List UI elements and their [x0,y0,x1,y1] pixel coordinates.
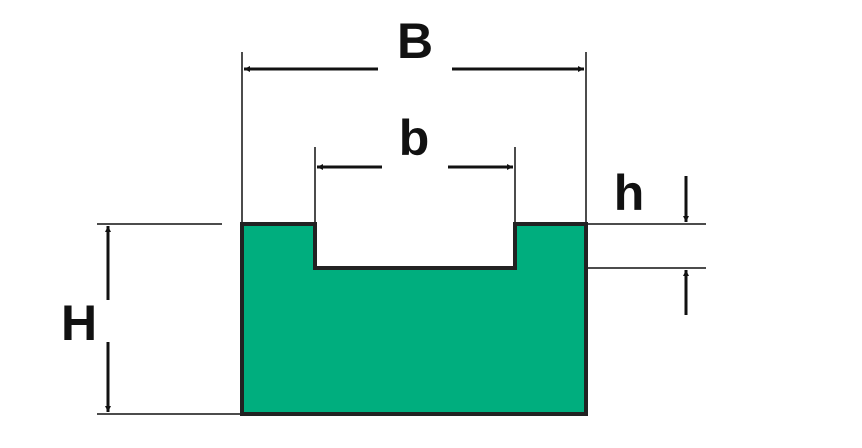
dimension-label-h: h [614,165,645,221]
dimension-label-H: H [61,295,97,351]
dimension-label-B: B [397,13,433,69]
u-profile-shape [240,222,588,416]
dimension-label-b: b [399,110,430,166]
